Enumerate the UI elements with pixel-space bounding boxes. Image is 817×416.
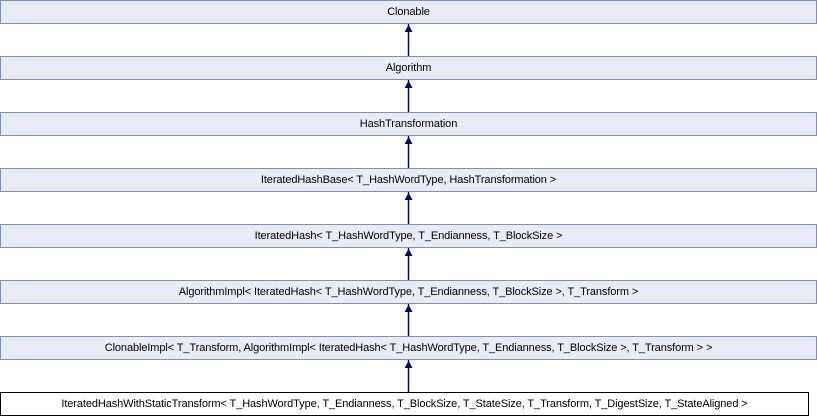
inheritance-arrow <box>403 80 414 112</box>
class-node-label: Algorithm <box>385 62 432 74</box>
inheritance-arrow <box>403 192 414 224</box>
class-node-algorithmimpl[interactable]: AlgorithmImpl< IteratedHash< T_HashWordT… <box>0 280 817 304</box>
class-node-label: HashTransformation <box>359 118 458 130</box>
inheritance-arrow <box>403 248 414 280</box>
class-node-label: Clonable <box>387 6 430 18</box>
inheritance-arrow <box>403 24 414 56</box>
class-node-clonable[interactable]: Clonable <box>0 0 817 24</box>
class-node-label: IteratedHashBase< T_HashWordType, HashTr… <box>260 174 557 186</box>
class-node-clonableimpl[interactable]: ClonableImpl< T_Transform, AlgorithmImpl… <box>0 336 817 360</box>
class-node-label: IteratedHash< T_HashWordType, T_Endianne… <box>254 230 563 242</box>
class-node-iteratedhash[interactable]: IteratedHash< T_HashWordType, T_Endianne… <box>0 224 817 248</box>
class-node-label: ClonableImpl< T_Transform, AlgorithmImpl… <box>104 342 713 354</box>
class-node-hashtransformation[interactable]: HashTransformation <box>0 112 817 136</box>
class-node-iteratedhashwithstatictransform: IteratedHashWithStaticTransform< T_HashW… <box>0 392 809 416</box>
inheritance-arrow <box>403 304 414 336</box>
inheritance-arrow <box>403 136 414 168</box>
class-node-iteratedhashbase[interactable]: IteratedHashBase< T_HashWordType, HashTr… <box>0 168 817 192</box>
class-node-label: IteratedHashWithStaticTransform< T_HashW… <box>61 398 748 410</box>
class-node-algorithm[interactable]: Algorithm <box>0 56 817 80</box>
class-node-label: AlgorithmImpl< IteratedHash< T_HashWordT… <box>178 286 639 298</box>
inheritance-arrow <box>403 360 414 392</box>
